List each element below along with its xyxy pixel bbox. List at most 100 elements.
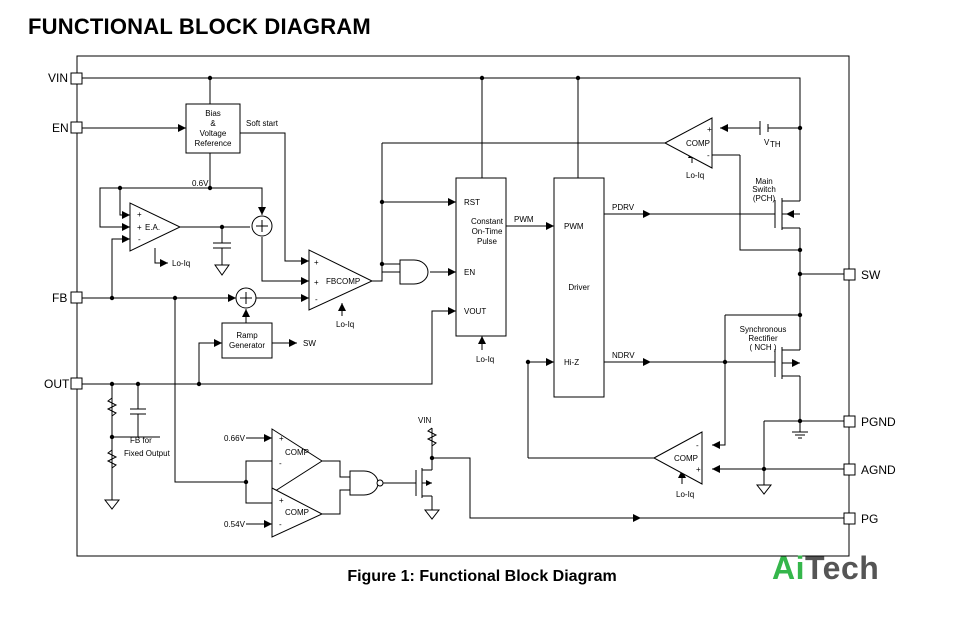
sync-rect-line-1: Synchronous [740,325,787,334]
error-amplifier: + + - E.A. [129,202,182,252]
logo-ai: Ai [772,550,805,586]
comp-top-minus: - [707,151,710,160]
cot-lo-iq-label: Lo-Iq [476,355,494,364]
fbcomp-label: FBCOMP [326,277,360,286]
junction-dots [109,75,803,485]
comp-bottom-plus: + [696,465,701,474]
pin-agnd: AGND [843,463,896,477]
summing-node-1 [251,215,273,237]
soft-start-label: Soft start [246,119,279,128]
pg-comp-upper-minus: - [279,459,282,468]
vth-subscript: TH [770,140,781,149]
comp-top-label: COMP [686,139,710,148]
bias-line-2: & [210,119,216,128]
pin-sw-label: SW [861,268,881,282]
pin-pgnd-label: PGND [861,415,896,429]
chip-outline [76,55,850,557]
pin-pgnd: PGND [843,415,896,429]
pin-vin-label: VIN [48,71,68,85]
ea-minus: - [138,235,141,244]
ea-label: E.A. [145,223,160,232]
bias-line-4: Reference [195,139,232,148]
bias-voltage-reference-block: Bias & Voltage Reference [185,103,241,154]
ramp-line-1: Ramp [236,331,258,340]
logo-tech: Tech [805,550,880,586]
driver-label: Driver [568,283,590,292]
v066-label: 0.66V [224,434,246,443]
cot-line-3: Pulse [477,237,498,246]
main-switch-pch: Main Switch (PCH) [752,177,800,230]
pin-fb-label: FB [52,291,67,305]
driver-pwm-label: PWM [564,222,584,231]
pin-en: EN [52,121,83,135]
pin-vin: VIN [48,71,83,85]
ndrv-label: NDRV [612,351,635,360]
cot-line-1: Constant [471,217,504,226]
summing-node-2 [235,287,257,309]
pin-fb: FB [52,291,83,305]
main-switch-line-3: (PCH) [753,194,776,203]
comp-bottom-minus: - [696,441,699,450]
bias-line-3: Voltage [200,129,227,138]
pg-comp-upper-plus: + [279,434,284,443]
comp-top-plus: + [707,125,712,134]
pin-pg: PG [843,512,878,526]
pin-out-label: OUT [44,377,70,391]
pg-open-drain-fet: VIN [415,416,441,520]
comp-top: + - COMP [663,117,713,169]
aitech-logo: AiTech [772,550,879,587]
page-title: FUNCTIONAL BLOCK DIAGRAM [28,14,371,39]
fb-for-label: FB for [130,436,152,445]
pg-comp-lower-plus: + [279,496,284,505]
driver-hiz-label: Hi-Z [564,358,579,367]
pg-comp-lower-label: COMP [285,508,309,517]
ramp-generator-block: Ramp Generator [221,322,273,359]
comp-bottom-lo-iq-label: Lo-Iq [676,490,694,499]
ground-symbol-ea [214,264,230,276]
ea-plus-1: + [137,210,142,219]
bias-line-1: Bias [205,109,221,118]
ea-lo-iq-label: Lo-Iq [172,259,190,268]
pg-comp-upper-label: COMP [285,448,309,457]
v06-label: 0.6V [192,179,209,188]
pin-out: OUT [44,377,83,391]
fbcomp-plus-2: + [314,278,319,287]
sync-rect-line-2: Rectifier [748,334,778,343]
vth-source: V TH [759,121,781,149]
pin-en-label: EN [52,121,69,135]
constant-on-time-block: RST Constant On-Time Pulse EN VOUT [455,177,507,337]
cot-rst-label: RST [464,198,480,207]
pin-sw: SW [843,268,881,282]
pg-comp-lower: + - COMP [271,487,324,538]
pwm-signal-label: PWM [514,215,534,224]
cot-vout-label: VOUT [464,307,486,316]
synchronous-rectifier-nch: Synchronous Rectifier ( NCH ) [740,325,800,379]
pdrv-label: PDRV [612,203,635,212]
pg-comp-upper: + - COMP [271,428,323,494]
comp-bottom-label: COMP [674,454,698,463]
sync-rect-line-3: ( NCH ) [749,343,776,352]
arrowheads [122,124,728,528]
feedback-divider: FB for Fixed Output [103,397,171,510]
vth-label: V [764,138,770,147]
pg-vin-label: VIN [418,416,432,425]
v054-label: 0.54V [224,520,246,529]
fbcomp-minus: - [315,295,318,304]
fixed-output-label: Fixed Output [124,449,171,458]
cot-en-label: EN [464,268,475,277]
nand-gate [349,470,384,496]
pg-comp-lower-minus: - [279,520,282,529]
driver-block: PWM Driver Hi-Z [553,177,605,398]
ramp-sw-label: SW [303,339,316,348]
figure-caption: Figure 1: Functional Block Diagram [347,568,617,585]
main-switch-line-2: Switch [752,185,776,194]
comp-top-lo-iq-label: Lo-Iq [686,171,704,180]
main-switch-line-1: Main [755,177,772,186]
pin-agnd-label: AGND [861,463,896,477]
fbcomp-plus-1: + [314,258,319,267]
cot-line-2: On-Time [472,227,503,236]
ea-plus-2: + [137,223,142,232]
ramp-line-2: Generator [229,341,265,350]
pin-pg-label: PG [861,512,878,526]
